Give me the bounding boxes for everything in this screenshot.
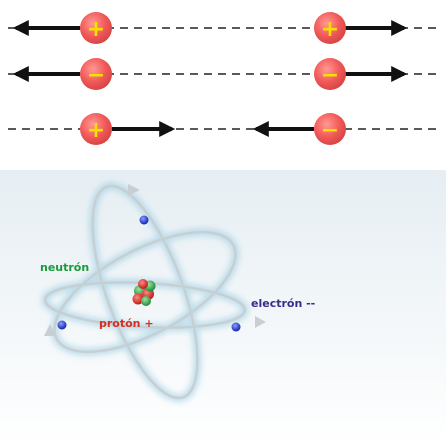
charge-row-2: − −	[8, 58, 436, 90]
orbit-path	[91, 184, 199, 400]
charge-positive: +	[80, 113, 112, 145]
charge-sign: +	[321, 17, 339, 42]
charge-negative: −	[80, 58, 112, 90]
charge-row-1: + +	[8, 12, 436, 44]
proton-particle	[132, 293, 144, 305]
charge-negative: −	[314, 58, 346, 90]
charge-sign: +	[87, 118, 105, 143]
orbit-path	[53, 230, 237, 354]
charge-interaction-diagram: + + − − + −	[8, 12, 436, 145]
orbit-arrow-icon	[255, 316, 266, 328]
atom-diagram: neutrón protón + electrón --	[40, 181, 315, 403]
proton-particle	[138, 279, 148, 289]
charge-sign: −	[321, 63, 339, 88]
charge-positive: +	[80, 12, 112, 44]
charge-negative: −	[314, 113, 346, 145]
nucleus	[132, 279, 156, 306]
electron-particle	[139, 215, 149, 225]
electron-particle	[57, 320, 67, 330]
atom-panel: neutrón protón + electrón --	[0, 170, 446, 444]
electron-particle	[231, 322, 241, 332]
charge-sign: −	[87, 63, 105, 88]
charge-positive: +	[314, 12, 346, 44]
neutron-label: neutrón	[40, 261, 89, 274]
electron-label: electrón --	[251, 297, 315, 310]
charge-row-3: + −	[8, 113, 436, 145]
orbit-arrow-icon	[128, 184, 140, 196]
charge-sign: +	[87, 17, 105, 42]
orbit-arrow-icon	[44, 324, 56, 336]
charge-sign: −	[321, 118, 339, 143]
proton-label: protón +	[99, 317, 154, 330]
neutron-particle	[141, 296, 151, 306]
